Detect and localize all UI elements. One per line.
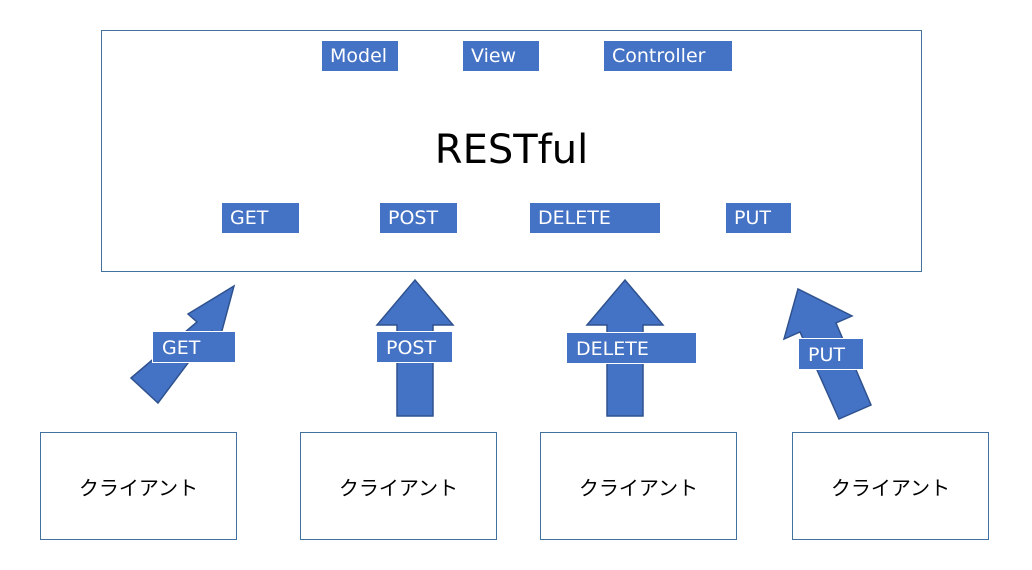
restful-title: RESTful: [434, 127, 589, 173]
client-label: クライアント: [78, 475, 199, 500]
client-label: クライアント: [578, 475, 699, 500]
client-box-3: クライアント: [540, 432, 737, 540]
client-label: クライアント: [830, 475, 951, 500]
view-tag: View: [463, 41, 539, 71]
put-arrow-label: PUT: [798, 338, 864, 370]
delete-arrow-label: DELETE: [566, 332, 697, 364]
restful-server-box: Model View Controller RESTful GET POST D…: [101, 30, 922, 272]
get-arrow-label: GET: [152, 331, 236, 363]
client-label: クライアント: [338, 475, 459, 500]
post-arrow-label: POST: [376, 331, 453, 363]
client-box-1: クライアント: [40, 432, 237, 540]
delete-method-tag: DELETE: [530, 203, 660, 233]
post-method-tag: POST: [380, 203, 457, 233]
put-method-tag: PUT: [726, 203, 791, 233]
client-box-2: クライアント: [300, 432, 497, 540]
controller-tag: Controller: [604, 41, 732, 71]
get-method-tag: GET: [222, 203, 299, 233]
client-box-4: クライアント: [792, 432, 989, 540]
model-tag: Model: [322, 41, 398, 71]
